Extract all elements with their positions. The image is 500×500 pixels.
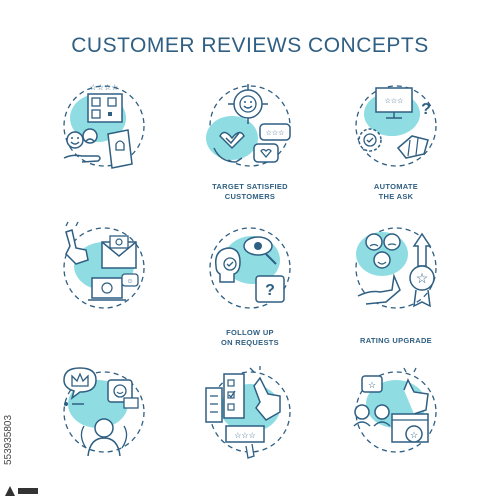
adobe-stock-logo-icon [2, 484, 42, 498]
follow-up-on-requests-icon: ? [209, 227, 291, 309]
concept-label-rating-upgrade: RATING UPGRADE [360, 336, 432, 345]
svg-text:☆☆☆: ☆☆☆ [234, 431, 256, 440]
customer-reviews-icon: ☆ ☆ [353, 367, 437, 453]
svg-text:☆☆☆☆: ☆☆☆☆ [90, 83, 119, 92]
svg-text:☺: ☺ [126, 278, 133, 285]
svg-text:☆☆☆: ☆☆☆ [385, 97, 404, 105]
crown-feedback-icon [63, 367, 145, 457]
rating-upgrade-icon: ☆ [355, 227, 437, 309]
svg-text:☆☆☆: ☆☆☆ [266, 129, 285, 137]
email-request-icon: ☺ [63, 221, 145, 309]
svg-text:☆: ☆ [416, 270, 429, 286]
automate-the-ask-icon: ☆☆☆ ? [355, 85, 437, 167]
svg-text:?: ? [265, 282, 275, 299]
svg-text:☆: ☆ [410, 430, 418, 440]
target-satisfied-customers-icon: ☆☆☆ [206, 84, 291, 167]
stock-id-watermark: 553935803 [3, 414, 14, 466]
svg-text:☆: ☆ [368, 380, 376, 390]
survey-checklist-icon: ☆☆☆ [205, 366, 291, 459]
review-qr-code-icon: ☆☆☆☆ [63, 83, 145, 169]
svg-text:?: ? [421, 101, 431, 118]
page-title: CUSTOMER REVIEWS CONCEPTS [71, 34, 429, 57]
